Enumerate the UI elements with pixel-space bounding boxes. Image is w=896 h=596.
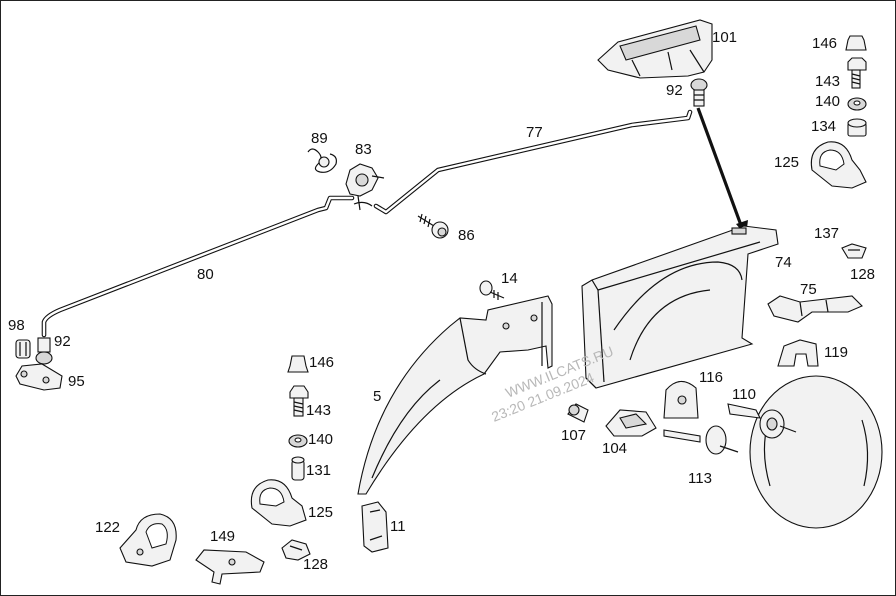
label-125-bottom: 125	[308, 504, 333, 521]
label-89: 89	[311, 130, 328, 147]
part-113-nut[interactable]	[663, 425, 739, 455]
label-92-left: 92	[54, 333, 71, 350]
label-86: 86	[458, 227, 475, 244]
part-92-top[interactable]	[690, 78, 708, 107]
label-92-top: 92	[666, 82, 683, 99]
part-86-screw[interactable]	[417, 213, 449, 239]
label-131: 131	[306, 462, 331, 479]
label-14: 14	[501, 270, 518, 287]
part-128-clip-bottom[interactable]	[281, 539, 311, 561]
part-83-lever[interactable]	[345, 163, 385, 211]
label-149: 149	[210, 528, 235, 545]
part-143-bolt-bottom[interactable]	[289, 385, 309, 417]
label-134: 134	[811, 118, 836, 135]
part-92-left[interactable]	[35, 337, 53, 365]
part-104-rubber[interactable]	[605, 409, 657, 437]
label-75: 75	[800, 281, 817, 298]
label-83: 83	[355, 141, 372, 158]
label-80: 80	[197, 266, 214, 283]
label-119: 119	[824, 344, 848, 361]
part-5-wheel-arch[interactable]	[357, 295, 553, 495]
label-146-bottom: 146	[309, 354, 334, 371]
label-143-bottom: 143	[306, 402, 331, 419]
label-77: 77	[526, 124, 543, 141]
label-146-top: 146	[812, 35, 837, 52]
label-128-bottom: 128	[303, 556, 328, 573]
part-labels: 101 146 143 140 134 125 92 77 89 83 86 8…	[8, 29, 875, 573]
label-11: 11	[390, 518, 406, 535]
part-116-plate[interactable]	[663, 380, 699, 419]
part-122-ring-bracket[interactable]	[119, 513, 177, 567]
part-75-bracket[interactable]	[767, 295, 863, 323]
label-122: 122	[95, 519, 120, 536]
part-95-bracket[interactable]	[15, 363, 63, 391]
part-146-cap-bottom[interactable]	[287, 355, 309, 373]
label-104: 104	[602, 440, 627, 457]
part-146-cap-top[interactable]	[845, 35, 867, 51]
pointer-arrow	[696, 107, 748, 236]
label-140-top: 140	[815, 93, 840, 110]
part-143-bolt-top[interactable]	[847, 57, 867, 89]
part-125-ring-bottom[interactable]	[250, 479, 307, 527]
label-107: 107	[561, 427, 586, 444]
spare-wheel[interactable]	[749, 375, 883, 529]
label-101: 101	[712, 29, 737, 46]
label-143-top: 143	[815, 73, 840, 90]
part-140-washer-top[interactable]	[847, 97, 867, 111]
part-14-screw[interactable]	[479, 280, 505, 300]
part-119-cap[interactable]	[777, 339, 819, 367]
part-101-handle[interactable]	[597, 19, 713, 79]
label-74: 74	[775, 254, 792, 271]
label-125-top: 125	[774, 154, 799, 171]
rod-80-77[interactable]	[41, 109, 693, 338]
label-113: 113	[688, 470, 712, 487]
part-74-trim-panel[interactable]	[581, 225, 779, 389]
label-116: 116	[699, 369, 723, 386]
label-128-top: 128	[850, 266, 875, 283]
part-137-clip[interactable]	[841, 243, 867, 259]
part-11-bracket[interactable]	[361, 501, 389, 553]
part-125-ring-top[interactable]	[810, 141, 867, 189]
label-98: 98	[8, 317, 25, 334]
label-95: 95	[68, 373, 85, 390]
part-89-spring[interactable]	[307, 148, 337, 173]
part-98-sleeve[interactable]	[15, 339, 31, 359]
label-5: 5	[373, 388, 381, 405]
part-110-wing-bolt[interactable]	[727, 403, 797, 439]
part-140-washer-bottom[interactable]	[288, 434, 308, 448]
part-149-plate[interactable]	[195, 549, 265, 585]
part-107-plug[interactable]	[567, 403, 589, 423]
part-134-spacer[interactable]	[847, 118, 867, 137]
label-110: 110	[732, 386, 756, 403]
label-137: 137	[814, 225, 839, 242]
part-131-sleeve[interactable]	[291, 456, 305, 481]
label-140-bottom: 140	[308, 431, 333, 448]
